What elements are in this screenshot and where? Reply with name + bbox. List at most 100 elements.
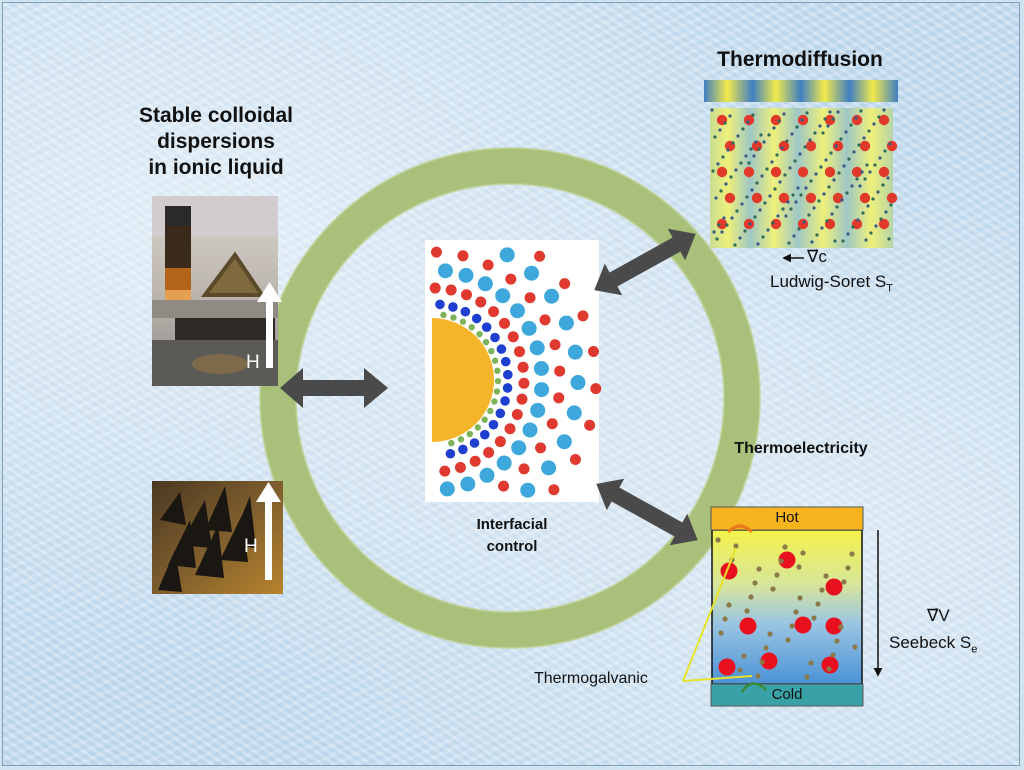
- td-ion: [850, 184, 854, 188]
- voltage-gradient-label: ∇⃗V: [927, 606, 950, 625]
- anion: [558, 315, 574, 331]
- td-ion: [815, 233, 819, 237]
- td-ion: [837, 171, 841, 175]
- td-ion: [833, 239, 837, 243]
- td-ion: [868, 170, 872, 174]
- td-ion: [782, 112, 786, 116]
- seebeck-label: Seebeck Se: [889, 633, 977, 655]
- td-ion: [827, 185, 831, 189]
- td-ion: [780, 146, 784, 150]
- cation: [475, 296, 487, 308]
- td-particle: [878, 166, 890, 178]
- cation: [559, 278, 571, 290]
- te-ion: [811, 615, 817, 621]
- cation: [524, 292, 536, 304]
- td-particle: [770, 166, 782, 178]
- anion: [477, 276, 493, 292]
- anion-layer: [458, 444, 468, 455]
- te-particle: [739, 617, 757, 635]
- thermoelectric-cell: [710, 506, 883, 707]
- td-ion: [830, 212, 834, 216]
- td-ion: [711, 169, 715, 173]
- ligand: [488, 347, 495, 355]
- field-arrows: [256, 282, 282, 580]
- td-ion: [847, 157, 851, 161]
- left-title-line-3: in ionic liquid: [148, 156, 284, 179]
- left-title-line-2: dispersions: [157, 130, 275, 153]
- ligand: [487, 407, 494, 415]
- te-particle: [778, 551, 796, 569]
- soret-label: Ludwig-Soret ST: [770, 272, 893, 294]
- anion-layer: [479, 429, 490, 440]
- td-ion: [757, 147, 761, 151]
- anion: [530, 402, 546, 418]
- cation: [548, 484, 560, 496]
- cation: [430, 246, 442, 258]
- td-ion: [836, 110, 840, 114]
- td-ion: [766, 228, 770, 232]
- td-ion: [762, 140, 766, 144]
- td-ion: [712, 230, 716, 234]
- td-ion: [726, 148, 730, 152]
- cation: [518, 463, 530, 475]
- td-ion: [721, 155, 725, 159]
- ligand: [491, 398, 498, 405]
- td-ion: [759, 133, 763, 137]
- td-ion: [807, 213, 811, 217]
- cation: [507, 331, 519, 343]
- td-ion: [851, 225, 855, 229]
- td-particle: [859, 140, 871, 152]
- cation: [535, 442, 547, 454]
- td-ion: [858, 184, 862, 188]
- td-particle: [770, 218, 782, 230]
- td-ion: [745, 195, 749, 199]
- anion: [520, 482, 536, 498]
- field-label-bottom: H: [244, 536, 258, 557]
- td-ion: [881, 183, 885, 187]
- te-ion: [826, 666, 832, 672]
- td-ion: [786, 200, 790, 204]
- td-ion: [744, 154, 748, 158]
- cold-reaction-arrow: [740, 682, 767, 693]
- td-ion: [889, 203, 893, 207]
- td-ion: [845, 191, 849, 195]
- thermoelectricity-title: Thermoelectricity: [734, 440, 868, 457]
- te-particle: [760, 652, 778, 670]
- ligand: [493, 388, 501, 395]
- thermogalvanic-label: Thermogalvanic: [534, 670, 648, 687]
- td-particle: [805, 192, 817, 204]
- anion: [529, 340, 545, 356]
- seebeck-text: Seebeck S: [889, 633, 972, 652]
- ligand: [494, 377, 502, 385]
- anion: [458, 267, 474, 283]
- td-ion: [878, 156, 882, 160]
- te-ion: [845, 565, 851, 571]
- td-ion: [720, 230, 724, 234]
- td-ion: [791, 193, 795, 197]
- td-ion: [761, 235, 765, 239]
- soret-subscript: T: [886, 282, 893, 295]
- ligand: [491, 357, 499, 364]
- td-ion: [739, 161, 743, 165]
- td-ion: [817, 199, 821, 203]
- anion: [566, 405, 582, 421]
- te-ion: [778, 558, 784, 564]
- td-ion: [803, 145, 807, 149]
- td-ion: [787, 241, 791, 245]
- td-ion: [794, 200, 798, 204]
- te-particle: [794, 616, 812, 634]
- td-ion: [746, 120, 750, 124]
- td-ion: [800, 118, 804, 122]
- te-ion: [852, 644, 858, 650]
- te-ion: [834, 638, 840, 644]
- center-label-line-2: control: [486, 538, 538, 555]
- cation: [469, 455, 481, 467]
- te-ion: [838, 624, 844, 630]
- td-ion: [729, 175, 733, 179]
- td-particle: [824, 166, 836, 178]
- td-particle: [859, 192, 871, 204]
- td-ion: [790, 132, 794, 136]
- te-ion: [823, 573, 829, 579]
- soret-text: Ludwig-Soret S: [770, 272, 887, 291]
- ligand: [440, 311, 447, 319]
